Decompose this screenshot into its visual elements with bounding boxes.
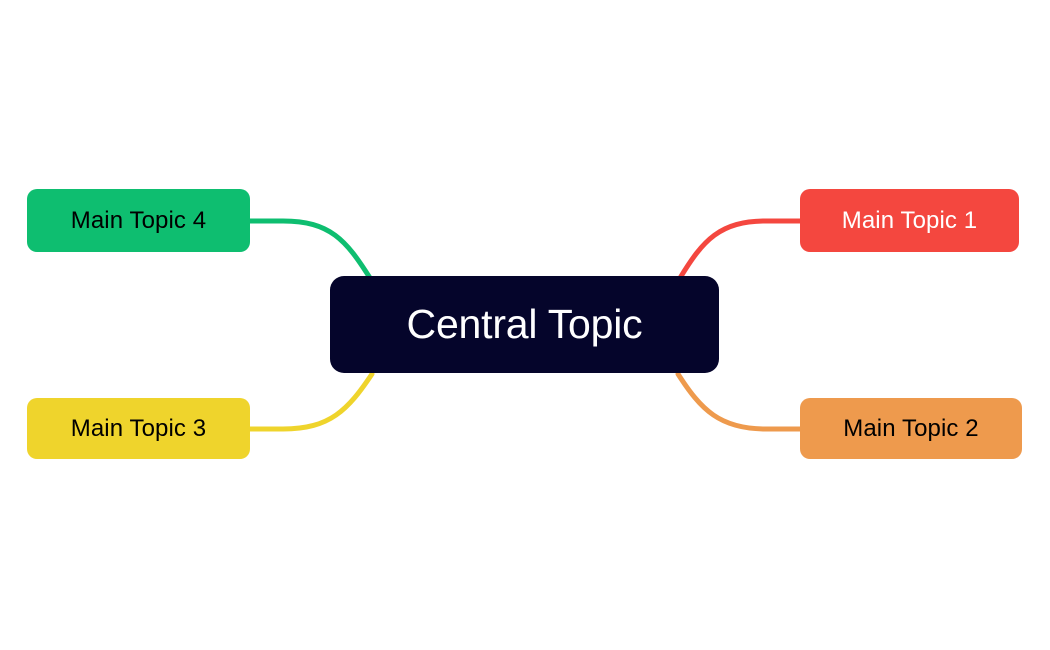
connector-topic-4 [247, 218, 373, 281]
connector-topic-1 [677, 218, 803, 281]
node-central-topic[interactable]: Central Topic [330, 276, 719, 373]
node-main-topic-3[interactable]: Main Topic 3 [27, 398, 250, 459]
node-label-main-topic-1: Main Topic 1 [841, 206, 978, 234]
node-main-topic-4[interactable]: Main Topic 4 [27, 189, 250, 252]
connector-topic-2 [675, 371, 803, 432]
node-main-topic-2[interactable]: Main Topic 2 [800, 398, 1022, 459]
node-label-main-topic-3: Main Topic 3 [70, 414, 207, 442]
node-label-central-topic: Central Topic [406, 301, 643, 347]
connector-topic-3 [247, 371, 375, 432]
node-label-main-topic-4: Main Topic 4 [70, 206, 207, 234]
node-main-topic-1[interactable]: Main Topic 1 [800, 189, 1019, 252]
node-label-main-topic-2: Main Topic 2 [843, 414, 979, 442]
